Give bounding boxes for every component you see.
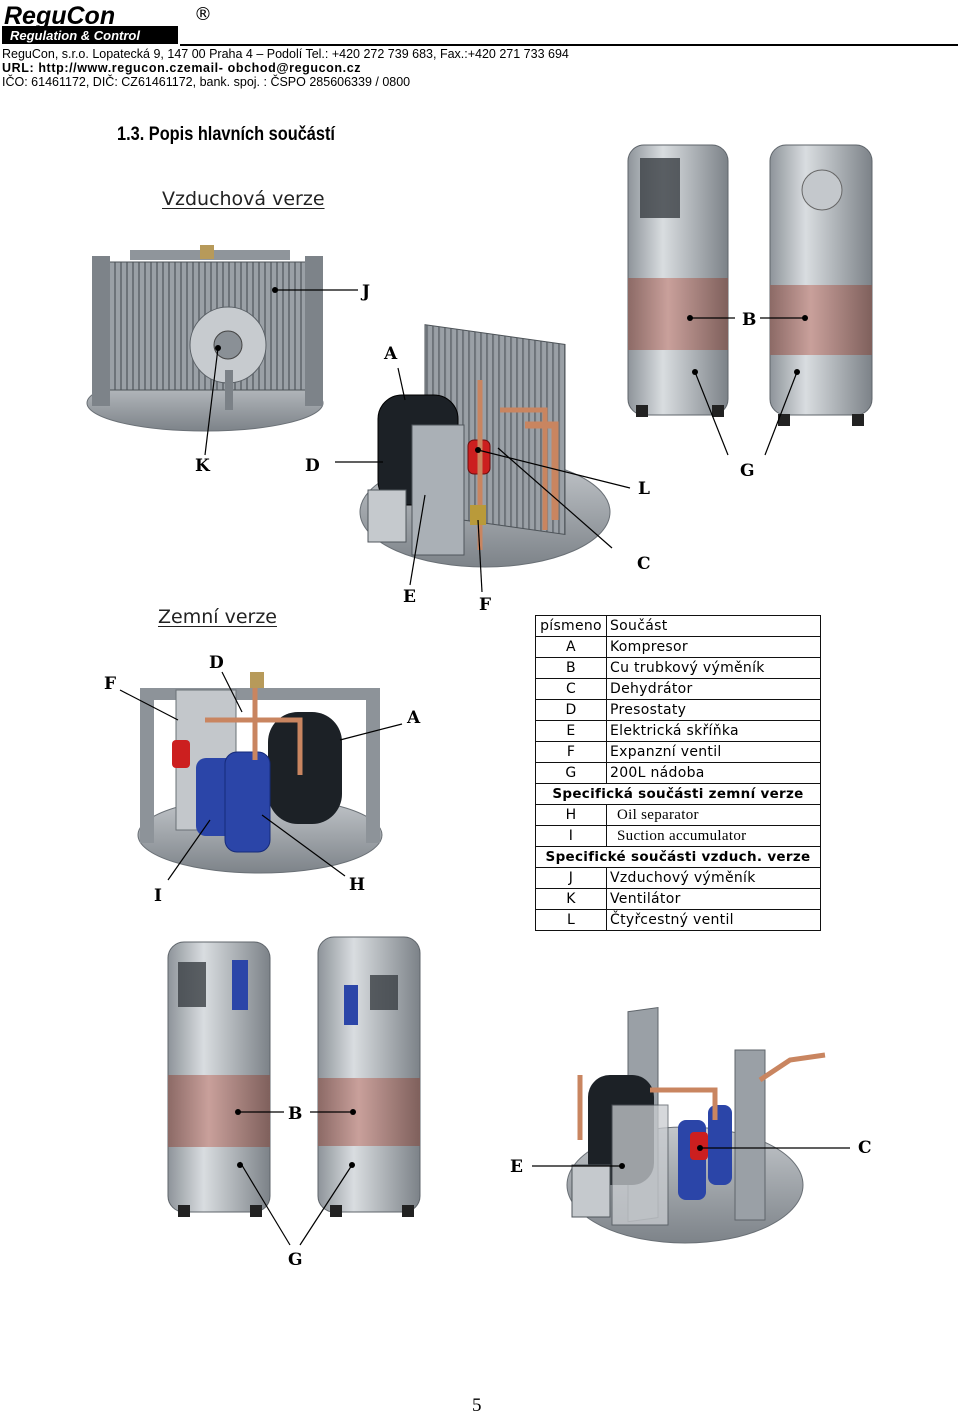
callout-ground-i: I: [154, 886, 162, 906]
registered-mark: ®: [194, 4, 212, 25]
row-part: Cu trubkový výměník: [606, 657, 821, 679]
row-letter: G: [535, 762, 607, 784]
row-part: Elektrická skříňka: [606, 720, 821, 742]
row-letter: E: [535, 720, 607, 742]
row-letter: H: [535, 804, 607, 826]
callout-j: J: [362, 282, 371, 302]
row-letter: F: [535, 741, 607, 763]
ground-core-unit-illustration: [137, 672, 383, 874]
table-header-part: Součást: [606, 615, 821, 637]
callout-ground-c: C: [858, 1138, 872, 1158]
callout-c: C: [637, 554, 651, 574]
air-core-unit-illustration: [359, 324, 611, 568]
callout-g: G: [740, 461, 755, 481]
callout-ground-e: E: [510, 1157, 523, 1177]
row-part: Kompresor: [606, 636, 821, 658]
row-letter: A: [535, 636, 607, 658]
row-part: Dehydrátor: [606, 678, 821, 700]
row-part: Čtyřcestný ventil: [606, 909, 821, 931]
row-part: Ventilátor: [606, 888, 821, 910]
subtitle-air-version: Vzduchová verze: [162, 188, 325, 210]
company-id-line: IČO: 61461172, DIČ: CZ61461172, bank. sp…: [2, 75, 411, 89]
page-number: 5: [472, 1395, 482, 1416]
leader-dots: [215, 287, 808, 1169]
company-address-line: ReguCon, s.r.o. Lopatecká 9, 147 00 Prah…: [2, 47, 569, 61]
ground-tanks-illustration: [167, 936, 421, 1217]
table-header-letter: písmeno: [535, 615, 607, 637]
callout-ground-h: H: [349, 875, 366, 895]
air-fan-unit-illustration: [86, 245, 324, 432]
row-part: Vzduchový výměník: [606, 867, 821, 889]
company-url-line: URL: http://www.regucon.czemail- obchod@…: [2, 61, 362, 75]
section-air-specific: Specifické součásti vzduch. verze: [535, 846, 821, 868]
callout-f: F: [479, 595, 492, 615]
callout-ground-a: A: [407, 708, 421, 728]
callout-e: E: [403, 587, 416, 607]
callout-ground-d: D: [209, 653, 224, 673]
row-letter: J: [535, 867, 607, 889]
row-part: Suction accumulator: [606, 825, 821, 847]
row-part: Expanzní ventil: [606, 741, 821, 763]
row-letter: L: [535, 909, 607, 931]
callout-b: B: [742, 310, 757, 330]
row-letter: I: [535, 825, 607, 847]
air-tanks-illustration: [627, 144, 873, 426]
ground-unit-illustration: [566, 1006, 826, 1244]
row-letter: B: [535, 657, 607, 679]
regucon-logo: ReguCon Regulation & Control: [2, 2, 178, 44]
header-rule: [180, 44, 958, 46]
callout-ground-f: F: [104, 674, 117, 694]
callout-a: A: [384, 344, 398, 364]
callout-ground-g: G: [288, 1250, 303, 1270]
callout-l: L: [638, 479, 650, 499]
callout-k: K: [195, 456, 210, 476]
section-title: 1.3. Popis hlavních součástí: [117, 124, 335, 145]
row-part: Oil separator: [606, 804, 821, 826]
row-letter: D: [535, 699, 607, 721]
table-section-row: Specifické součásti vzduch. verze: [535, 846, 821, 868]
logo-name: ReguCon: [4, 2, 115, 30]
logo-tagline: Regulation & Control: [10, 28, 140, 43]
leader-lines: [119, 289, 850, 1246]
row-letter: K: [535, 888, 607, 910]
callout-d: D: [305, 456, 320, 476]
row-part: Presostaty: [606, 699, 821, 721]
section-ground-specific: Specifická součásti zemní verze: [535, 783, 821, 805]
row-part: 200L nádoba: [606, 762, 821, 784]
callout-ground-b: B: [288, 1104, 303, 1124]
row-letter: C: [535, 678, 607, 700]
table-header-row: písmeno Součást: [535, 615, 821, 637]
table-section-row: Specifická součásti zemní verze: [535, 783, 821, 805]
subtitle-ground-version: Zemní verze: [158, 606, 277, 628]
